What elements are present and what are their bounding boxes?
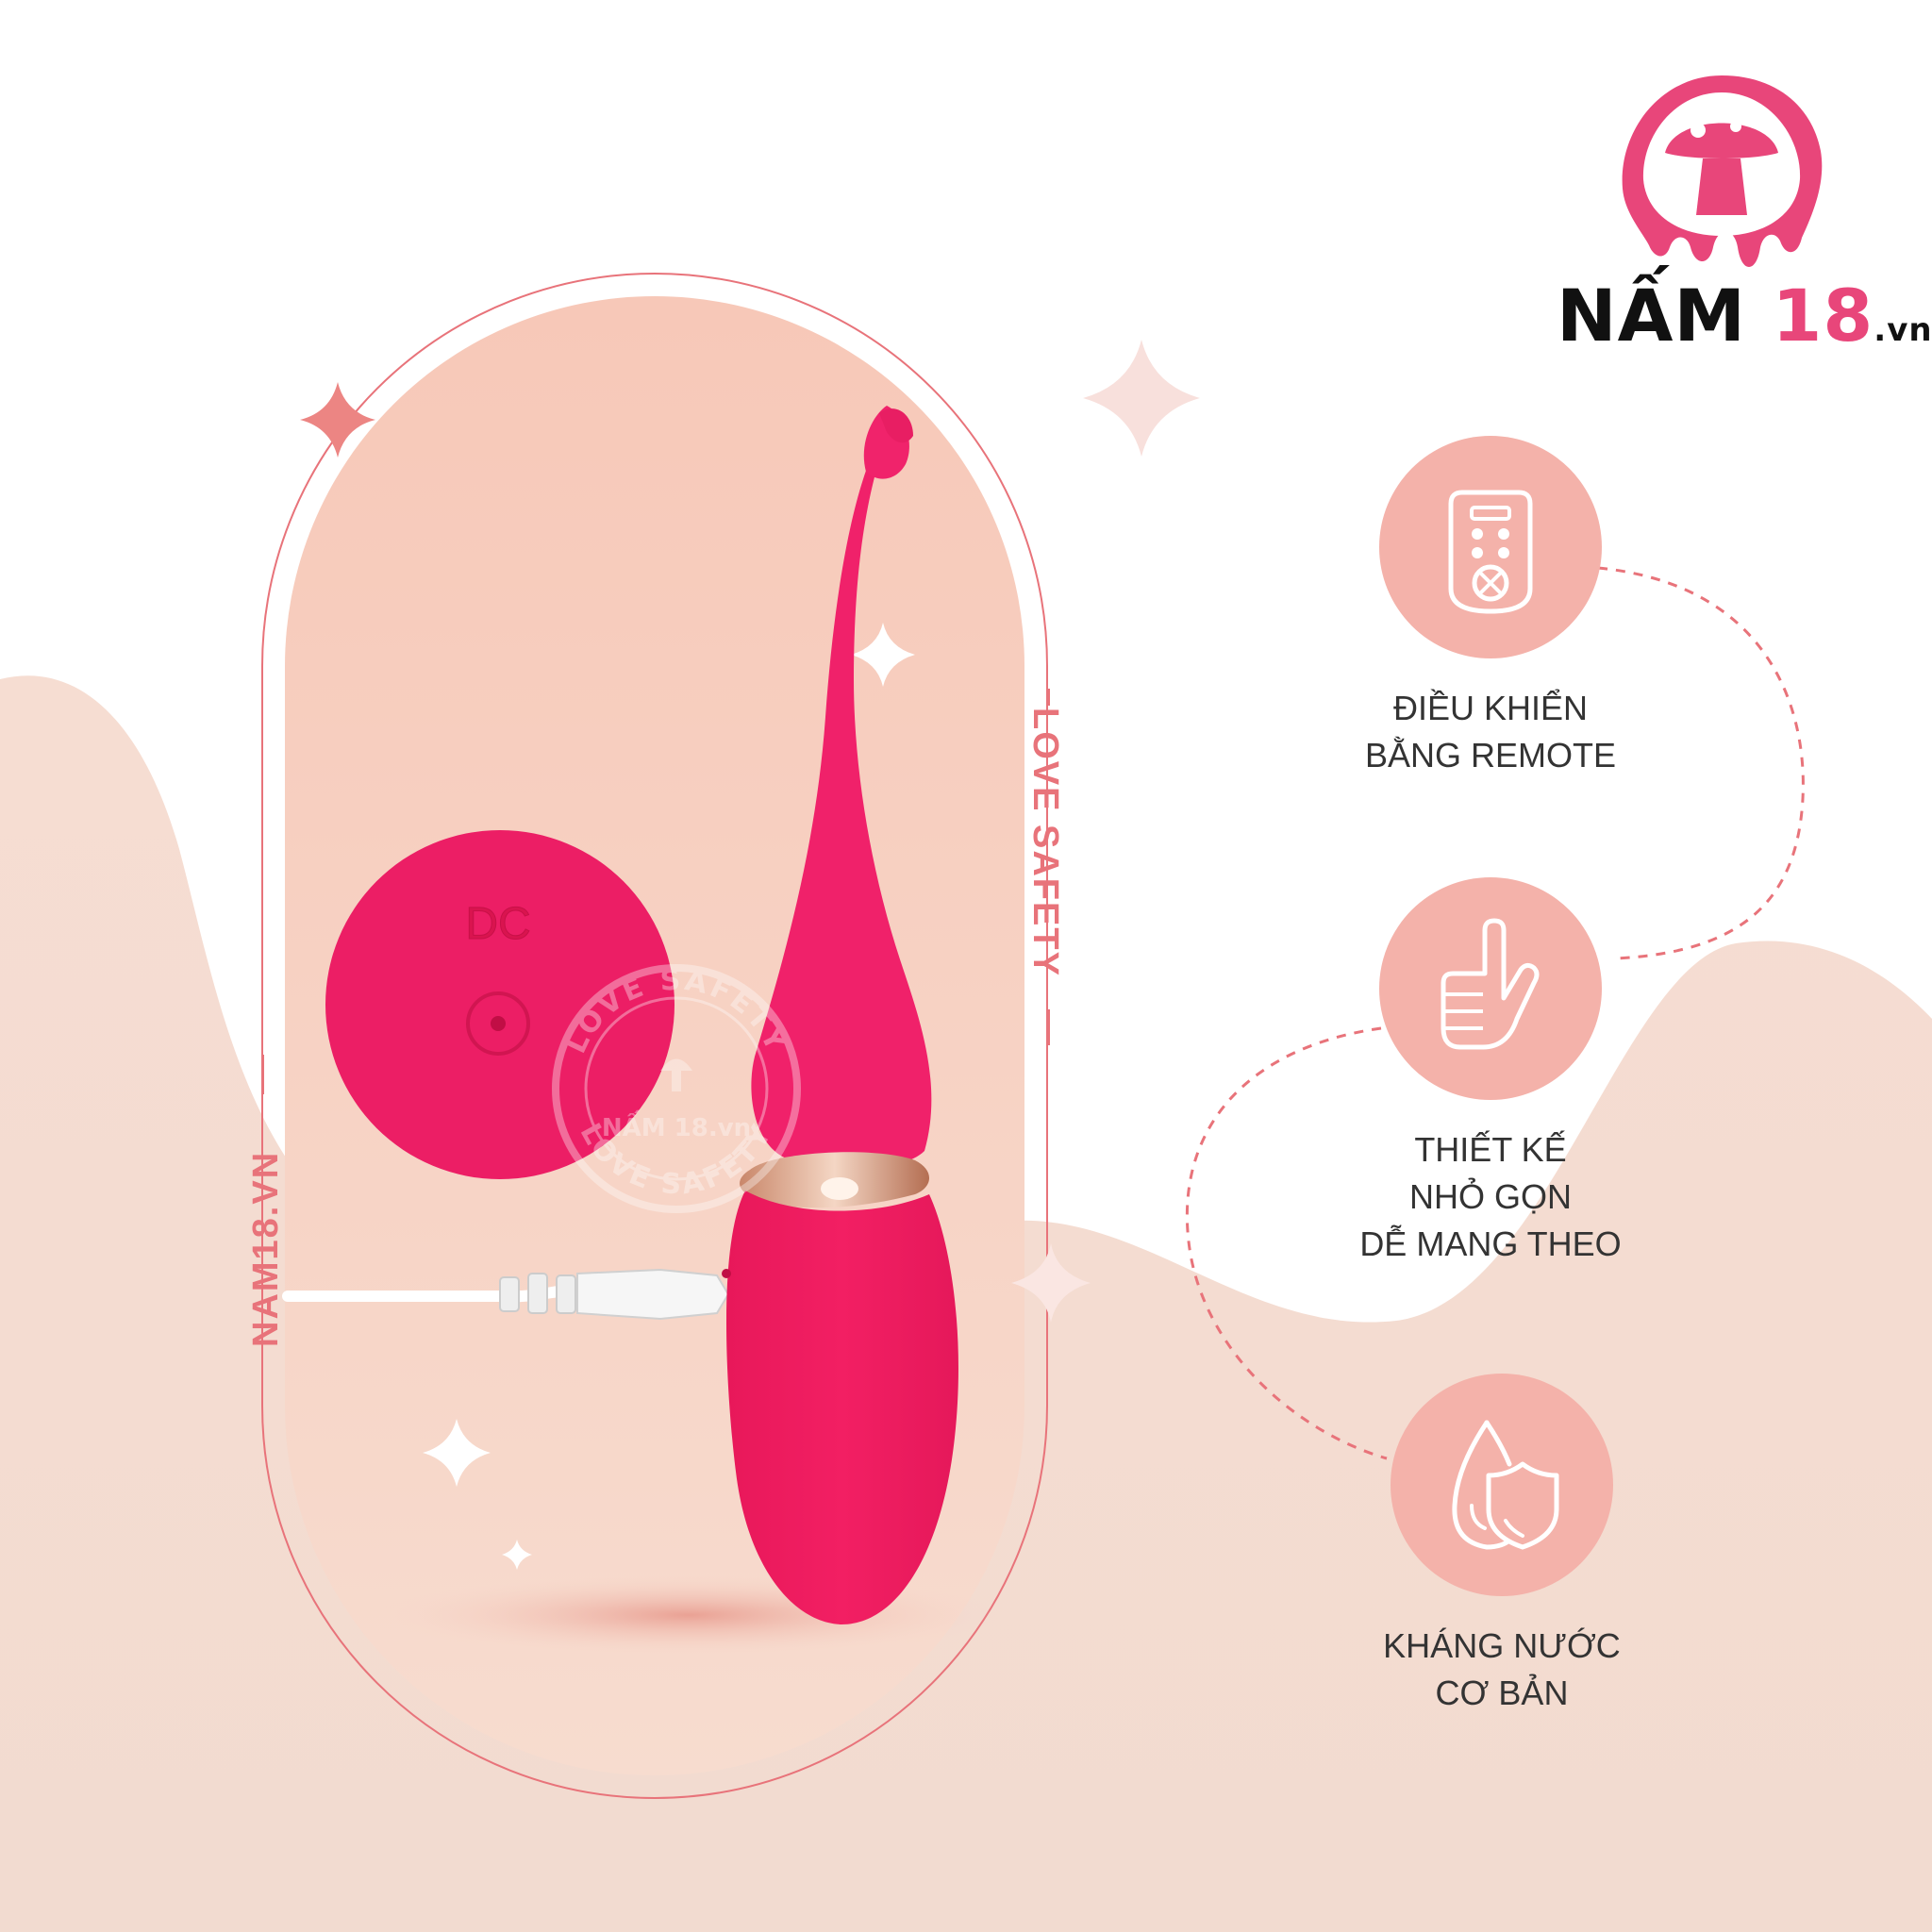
dashed-connector-lower xyxy=(1185,1026,1388,1460)
brand-number: 18 xyxy=(1772,274,1874,358)
feature-circle xyxy=(1391,1374,1613,1596)
side-text-love-safety: LOVE SAFETY xyxy=(1025,708,1065,977)
capsule-outline xyxy=(261,273,1048,1799)
sparkle-light-mid xyxy=(1011,1243,1091,1323)
sparkle-light-top xyxy=(1083,340,1200,457)
brand-logo xyxy=(1622,75,1823,267)
hand-finger-icon xyxy=(1441,918,1540,1050)
feature-compact: THIẾT KẾ NHỎ GỌN DỄ MANG THEO xyxy=(1292,877,1689,1268)
dashed-connector xyxy=(1597,566,1805,960)
sparkle-coral xyxy=(300,382,375,458)
feature-line: THIẾT KẾ xyxy=(1414,1130,1567,1169)
feature-circle xyxy=(1379,877,1602,1100)
brand-wordmark: NẤM 18.vn xyxy=(1557,274,1932,358)
remote-marking: DC xyxy=(465,899,530,949)
feature-circle xyxy=(1379,436,1602,658)
remote-control: DC xyxy=(325,830,675,1179)
feature-label: KHÁNG NƯỚC CƠ BẢN xyxy=(1304,1623,1700,1717)
watermark-center: NẤM 18.vn xyxy=(602,1108,751,1142)
sparkle-white-3 xyxy=(502,1540,532,1570)
feature-line: NHỎ GỌN xyxy=(1408,1177,1572,1216)
water-drop-shield-icon xyxy=(1452,1420,1559,1550)
feature-line: ĐIỀU KHIỂN xyxy=(1392,689,1589,727)
product-shadow xyxy=(377,1574,1000,1657)
feature-line: DỄ MANG THEO xyxy=(1359,1224,1622,1263)
feature-waterproof: KHÁNG NƯỚC CƠ BẢN xyxy=(1304,1374,1700,1717)
feature-label: ĐIỀU KHIỂN BẰNG REMOTE xyxy=(1292,685,1689,779)
sparkle-white-1 xyxy=(851,623,915,687)
feature-label: THIẾT KẾ NHỎ GỌN DỄ MANG THEO xyxy=(1292,1126,1689,1268)
product-egg xyxy=(722,406,958,1624)
remote-control-icon xyxy=(1448,490,1533,614)
sparkle-white-2 xyxy=(423,1419,491,1487)
brand-domain: .vn xyxy=(1874,311,1932,349)
brand-name: NẤM xyxy=(1557,274,1747,358)
feature-line: BẰNG REMOTE xyxy=(1364,736,1617,774)
charging-cable xyxy=(282,1268,730,1321)
side-text-nam18: NAM18.VN xyxy=(246,1151,286,1347)
feature-line: CƠ BẢN xyxy=(1435,1674,1569,1712)
feature-line: KHÁNG NƯỚC xyxy=(1383,1626,1621,1665)
feature-remote: ĐIỀU KHIỂN BẰNG REMOTE xyxy=(1292,436,1689,779)
